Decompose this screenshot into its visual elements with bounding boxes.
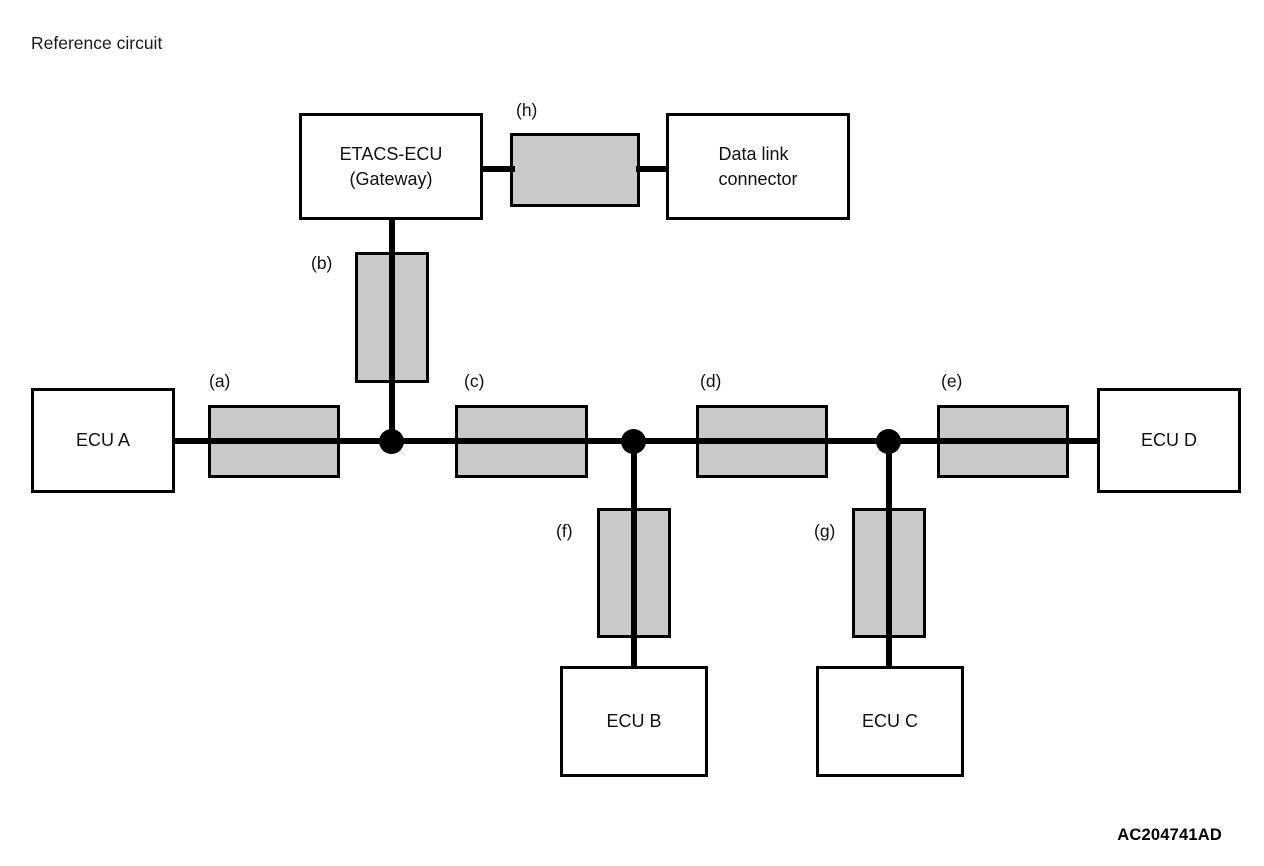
bus-junction-1 — [379, 429, 404, 454]
wire-h-to-data-link-connector — [636, 166, 671, 172]
wire-bus-to-ecu-b — [631, 441, 637, 669]
node-etacs-ecu[interactable]: ETACS-ECU (Gateway) — [299, 113, 483, 220]
node-data-link-connector[interactable]: Data link connector — [666, 113, 850, 220]
figure-code: AC204741AD — [1117, 826, 1222, 844]
connector-f-label: (f) — [556, 521, 573, 541]
wire-etacs-to-h — [479, 166, 515, 172]
node-ecu-c[interactable]: ECU C — [816, 666, 964, 777]
connector-e-label: (e) — [941, 371, 963, 391]
node-ecu-b[interactable]: ECU B — [560, 666, 708, 777]
connector-h[interactable] — [510, 133, 640, 207]
wire-etacs-to-bus — [389, 216, 395, 444]
node-ecu-a[interactable]: ECU A — [31, 388, 175, 493]
connector-g-label: (g) — [814, 521, 836, 541]
connector-c-label: (c) — [464, 371, 485, 391]
node-data-link-connector-label: Data link connector — [718, 143, 798, 189]
connector-h-label: (h) — [516, 100, 538, 120]
node-ecu-c-label: ECU C — [861, 711, 918, 731]
connector-a-label: (a) — [209, 371, 231, 391]
connector-d-label: (d) — [700, 371, 722, 391]
bus-junction-3 — [876, 429, 901, 454]
wire-bus-to-ecu-c — [886, 441, 892, 669]
connector-b-label: (b) — [311, 253, 333, 273]
node-ecu-b-label: ECU B — [606, 711, 662, 731]
node-ecu-d[interactable]: ECU D — [1097, 388, 1241, 493]
page-title: Reference circuit — [31, 33, 163, 53]
node-ecu-d-label: ECU D — [1140, 430, 1197, 450]
bus-junction-2 — [621, 429, 646, 454]
node-ecu-a-label: ECU A — [75, 430, 131, 450]
node-etacs-ecu-label: ETACS-ECU (Gateway) — [339, 143, 443, 189]
